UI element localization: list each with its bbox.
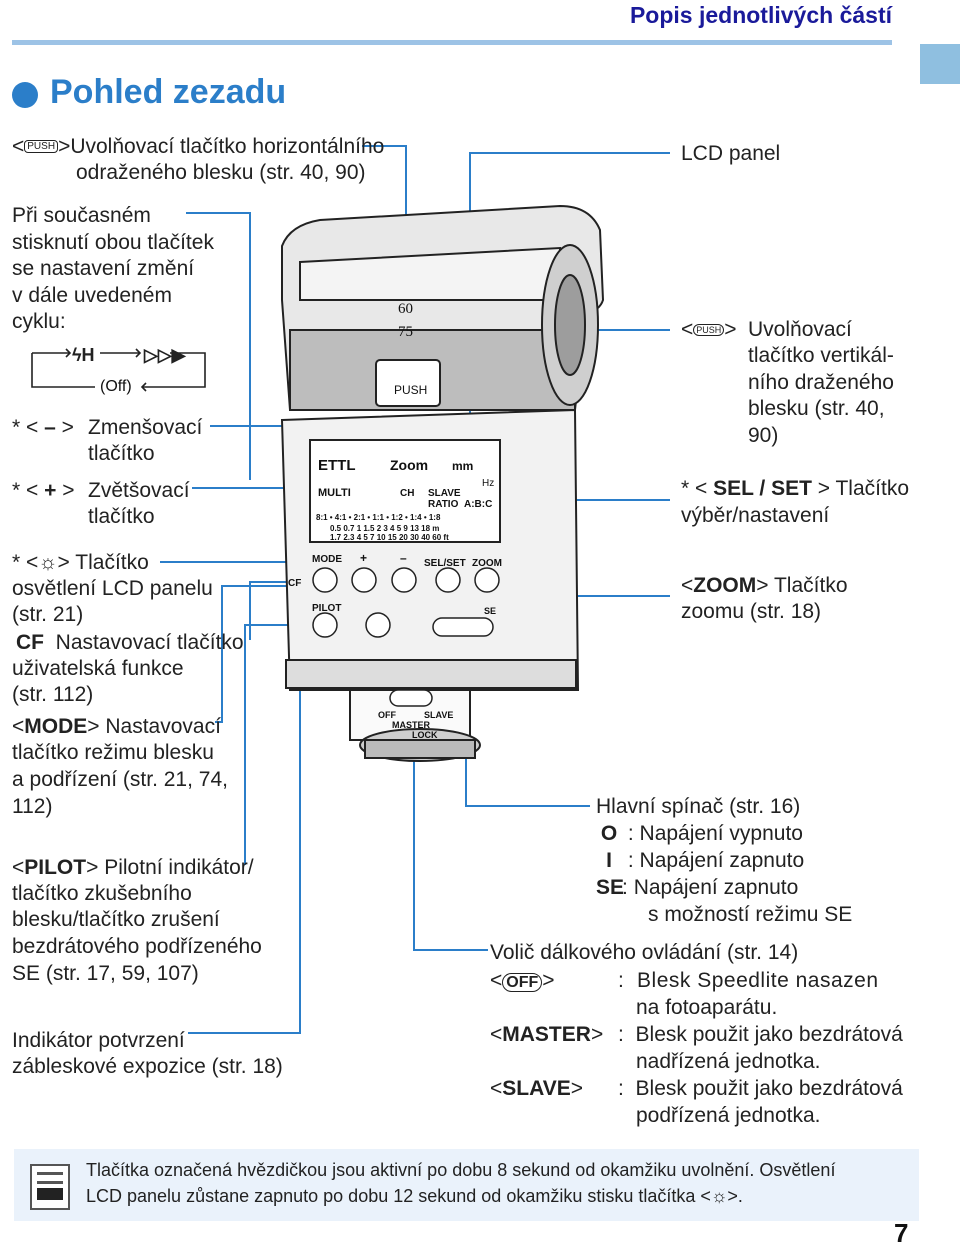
- svg-text:CF: CF: [288, 578, 301, 589]
- selset-label: * < SEL / SET > Tlačítko: [681, 477, 910, 500]
- svg-text:1.7 2.3 4 5 7 10 15 20: 1.7 2.3 4 5 7 10 15 20 30 40 60 ft: [330, 533, 449, 542]
- main-switch-row-se-2: s možností režimu SE: [648, 903, 853, 926]
- wireless-off-desc-2: na fotoaparátu.: [636, 996, 778, 1019]
- selset-desc-2: výběr/nastavení: [681, 504, 830, 527]
- push-v-desc-5: 90): [748, 424, 779, 447]
- flash-body: [280, 204, 605, 762]
- minus-desc-2: tlačítko: [88, 442, 155, 465]
- head-scale-60: 60: [398, 301, 413, 317]
- svg-text:LOCK: LOCK: [412, 730, 438, 740]
- fec-desc-1: Indikátor potvrzení: [12, 1029, 185, 1052]
- section-title: Pohled zezadu: [50, 73, 287, 111]
- svg-text:SLAVE: SLAVE: [424, 710, 453, 720]
- wireless-key-master: <MASTER>: [490, 1023, 604, 1046]
- zoom-label: <ZOOM> Tlačítko: [681, 574, 848, 597]
- light-desc-3: (str. 21): [12, 603, 84, 626]
- push-vertical-label: <PUSH>: [681, 318, 737, 341]
- cycle-desc: Při současném stisknutí obou tlačítek se…: [12, 204, 214, 333]
- svg-text:MODE: MODE: [312, 554, 342, 565]
- mode-desc-3: a podřízení (str. 21, 74,: [12, 768, 228, 791]
- memo-icon: [30, 1164, 70, 1210]
- svg-text:mm: mm: [452, 459, 473, 473]
- lcd-panel-label: LCD panel: [681, 142, 781, 165]
- svg-text:SEL/SET: SEL/SET: [424, 558, 466, 569]
- push-key-icon: PUSH: [24, 140, 59, 154]
- light-desc-2: osvětlení LCD panelu: [12, 577, 213, 600]
- svg-text:SLAVE: SLAVE: [428, 488, 461, 499]
- minus-desc-1: Zmenšovací: [88, 416, 203, 439]
- plus-desc-2: tlačítko: [88, 505, 155, 528]
- pilot-desc-2: tlačítko zkušebního: [12, 882, 192, 905]
- pilot-desc-3: blesku/tlačítko zrušení: [12, 908, 220, 931]
- device-buttons: [312, 567, 500, 707]
- cycle-off: (Off): [100, 378, 132, 395]
- lcd-zoom: Zoom: [390, 457, 428, 473]
- main-switch-title: Hlavní spínač (str. 16): [596, 795, 801, 818]
- light-icon: ☼: [38, 551, 58, 574]
- svg-text:MASTER: MASTER: [392, 720, 431, 730]
- wireless-slave-desc-2: podřízená jednotka.: [636, 1104, 821, 1127]
- section-bullet: [12, 82, 38, 108]
- main-switch-row-se: SE: Napájení zapnuto: [596, 876, 799, 899]
- push-round-key-icon: PUSH: [693, 324, 725, 337]
- wireless-off-desc: : Blesk Speedlite nasazen: [618, 969, 879, 992]
- main-switch-row-off: O : Napájení vypnuto: [600, 822, 803, 845]
- wireless-title: Volič dálkového ovládání (str. 14): [490, 941, 799, 964]
- plus-desc-1: Zvětšovací: [88, 479, 190, 502]
- zoom-desc-2: zoomu (str. 18): [681, 600, 822, 623]
- svg-text:+: +: [360, 551, 367, 565]
- push-v-desc-4: blesku (str. 40,: [748, 397, 885, 420]
- svg-text:ZOOM: ZOOM: [472, 558, 502, 569]
- push-horizontal-label: <PUSH>Uvolňovací tlačítko horizontálního: [12, 135, 385, 158]
- pilot-label: <PILOT> Pilotní indikátor/: [12, 856, 254, 879]
- light-button-label: * <☼> Tlačítko: [12, 551, 149, 574]
- svg-text:OFF: OFF: [378, 710, 396, 720]
- svg-text:8:1 • 4:1 • 2:1 • 1:1 • 1:2 •: 8:1 • 4:1 • 2:1 • 1:1 • 1:2 • 1:4 • 1:8: [316, 513, 441, 522]
- svg-text:CH: CH: [400, 488, 414, 499]
- header-rule: [12, 40, 892, 45]
- wireless-master-desc-2: nadřízená jednotka.: [636, 1050, 821, 1073]
- svg-text:PILOT: PILOT: [312, 603, 341, 614]
- device-push-label: PUSH: [394, 383, 427, 397]
- cf-desc-2: uživatelská funkce: [12, 657, 184, 680]
- cycle-arrows: [31, 348, 206, 392]
- svg-text:MULTI: MULTI: [318, 487, 351, 499]
- svg-text:Hz: Hz: [482, 478, 494, 489]
- page-header-title: Popis jednotlivých částí: [629, 2, 892, 28]
- push-v-desc-2: tlačítko vertikál-: [748, 344, 894, 367]
- push-horizontal-label-2: odraženého blesku (str. 40, 90): [76, 161, 366, 184]
- wireless-key-off: <OFF>: [490, 969, 555, 992]
- svg-text:RATIO: RATIO: [428, 499, 459, 510]
- mode-desc-2: tlačítko režimu blesku: [12, 741, 214, 764]
- head-scale-75: 75: [398, 324, 413, 340]
- svg-text:▷▷▶: ▷▷▶: [143, 345, 187, 365]
- light-icon: ☼: [710, 1186, 728, 1206]
- svg-text:ϟH: ϟH: [72, 345, 95, 365]
- wireless-master-desc: : Blesk použit jako bezdrátová: [618, 1023, 903, 1046]
- mode-label: <MODE> Nastavovací: [12, 715, 221, 738]
- main-switch-row-on: I : Napájení zapnuto: [606, 849, 805, 872]
- svg-text:A:B:C: A:B:C: [464, 499, 492, 510]
- push-v-desc-1: Uvolňovací: [748, 318, 852, 341]
- fec-desc-2: zábleskové expozice (str. 18): [12, 1055, 283, 1078]
- lcd-ettl: ETTL: [318, 457, 356, 474]
- note-text: Tlačítka označená hvězdičkou jsou aktivn…: [86, 1160, 836, 1206]
- chapter-tab: [920, 44, 960, 84]
- cf-label: CF Nastavovací tlačítko: [16, 631, 244, 654]
- pilot-desc-4: bezdrátového podřízeného: [12, 935, 262, 958]
- note-box: [14, 1149, 919, 1221]
- wireless-key-slave: <SLAVE>: [490, 1077, 583, 1100]
- pilot-desc-5: SE (str. 17, 59, 107): [12, 962, 199, 985]
- svg-text:–: –: [400, 551, 407, 565]
- wireless-slave-desc: : Blesk použit jako bezdrátová: [618, 1077, 903, 1100]
- push-v-desc-3: ního draženého: [748, 371, 894, 394]
- svg-text:SE: SE: [484, 606, 496, 616]
- mode-desc-4: 112): [12, 795, 53, 818]
- cf-desc-3: (str. 112): [12, 683, 94, 706]
- svg-text:0.5 0.7 1 1.5 2 3 4 5 9: 0.5 0.7 1 1.5 2 3 4 5 9 13 18 m: [330, 524, 439, 533]
- minus-button-label: * < – >: [12, 416, 74, 439]
- plus-button-label: * < + >: [12, 479, 75, 502]
- page-number: 7: [894, 1218, 909, 1248]
